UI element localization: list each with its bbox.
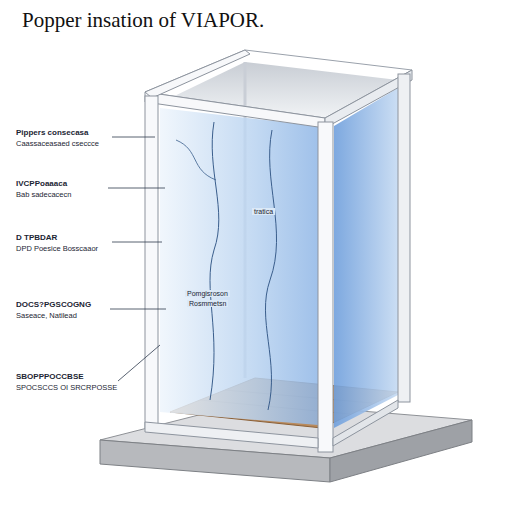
callout-label: SPOCSCCS OI SRCRPOSSE: [16, 383, 117, 392]
callout-label: DPD Poesice Bosscaaor: [16, 244, 98, 253]
callout-label: Bab sadecacecn: [16, 190, 71, 199]
frame-posts: [145, 50, 412, 452]
callout-label: D TPBDAR: [16, 233, 57, 242]
callout-label: Caassaceasaed cseccce: [16, 139, 99, 148]
leader-lines: [108, 137, 166, 381]
callout-label: Pippers consecasa: [16, 128, 88, 137]
title: Popper insation of VIAPOR.: [22, 8, 264, 33]
callout-label: Rosmmetsn: [187, 300, 228, 307]
callout-label: Pomgisroson: [185, 290, 230, 297]
callout-label: tratica: [252, 208, 275, 215]
callout-label: IVCPPoaaaca: [16, 179, 67, 188]
callout-label: SBOPPPOCCBSE: [16, 372, 84, 381]
callout-label: Saseace, Natilead: [16, 311, 77, 320]
callout-label: DOCS?PGSCOGNG: [16, 300, 91, 309]
vapor-barrier-panels: [160, 88, 398, 428]
